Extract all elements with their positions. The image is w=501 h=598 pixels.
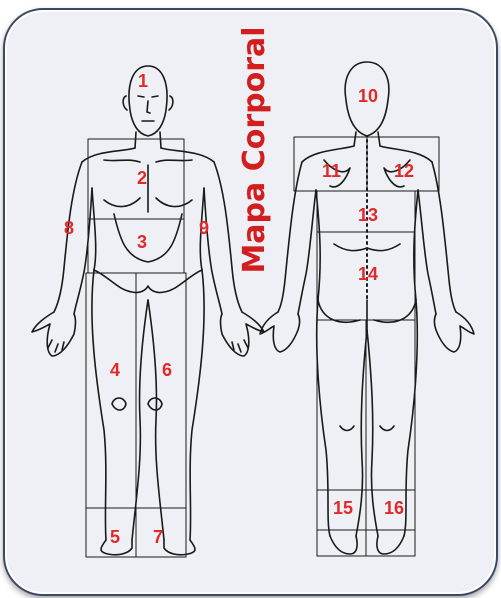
front-body-outline	[32, 66, 264, 557]
region-label-15: 15	[333, 499, 353, 517]
region-label-16: 16	[384, 499, 404, 517]
region-label-11: 11	[322, 162, 341, 180]
region-label-1: 1	[138, 72, 148, 90]
region-label-14: 14	[358, 265, 378, 283]
region-label-2: 2	[137, 169, 147, 187]
diagram-title: Mapa Corporal	[235, 25, 275, 275]
region-label-12: 12	[394, 162, 414, 180]
region-label-3: 3	[137, 233, 147, 251]
region-label-13: 13	[358, 206, 378, 224]
region-label-9: 9	[199, 219, 209, 237]
region-label-8: 8	[64, 219, 74, 237]
back-body-outline	[260, 62, 474, 556]
region-label-5: 5	[110, 528, 120, 546]
region-label-6: 6	[162, 361, 172, 379]
region-label-7: 7	[153, 528, 163, 546]
region-label-10: 10	[358, 87, 378, 105]
region-label-4: 4	[110, 361, 120, 379]
